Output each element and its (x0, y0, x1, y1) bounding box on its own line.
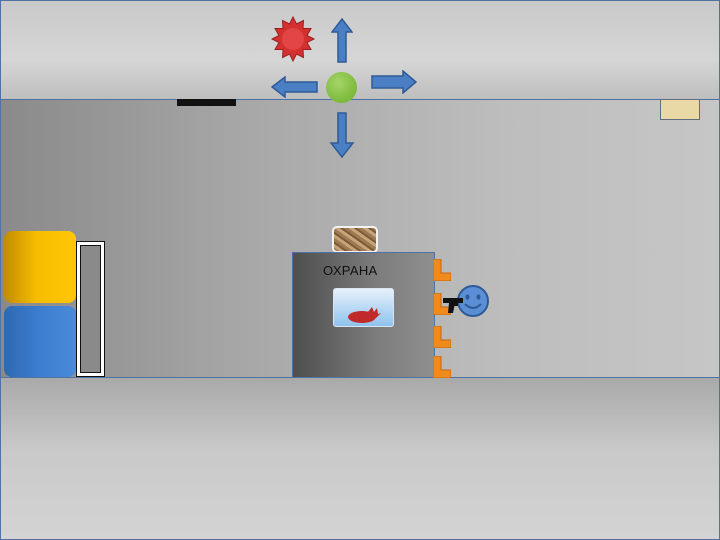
orange-block-1[interactable] (433, 259, 451, 281)
door-panel (80, 245, 101, 373)
orange-block-2[interactable] (433, 293, 451, 315)
player-ball[interactable] (326, 72, 357, 103)
blue-cabinet[interactable] (4, 306, 76, 377)
arrow-left-icon[interactable] (271, 76, 319, 98)
yellow-cabinet[interactable] (4, 231, 76, 303)
upper-corridor (0, 0, 720, 100)
orange-block-4[interactable] (433, 356, 451, 378)
arrow-up-icon[interactable] (331, 18, 353, 64)
door[interactable] (76, 241, 105, 377)
arrow-down-icon[interactable] (329, 112, 355, 158)
red-gear-icon[interactable] (270, 16, 316, 62)
dark-doorway (177, 99, 236, 106)
pistol-icon (443, 298, 463, 313)
item-tag[interactable] (660, 99, 700, 120)
red-creature-icon (348, 307, 381, 323)
security-booth[interactable]: ОХРАНА (292, 252, 435, 378)
lower-corridor (0, 377, 720, 540)
orange-block-3[interactable] (433, 326, 451, 348)
wooden-plaque[interactable] (332, 226, 378, 253)
booth-window[interactable] (333, 288, 394, 327)
arrow-right-icon[interactable] (371, 70, 417, 94)
booth-sign: ОХРАНА (323, 263, 378, 278)
